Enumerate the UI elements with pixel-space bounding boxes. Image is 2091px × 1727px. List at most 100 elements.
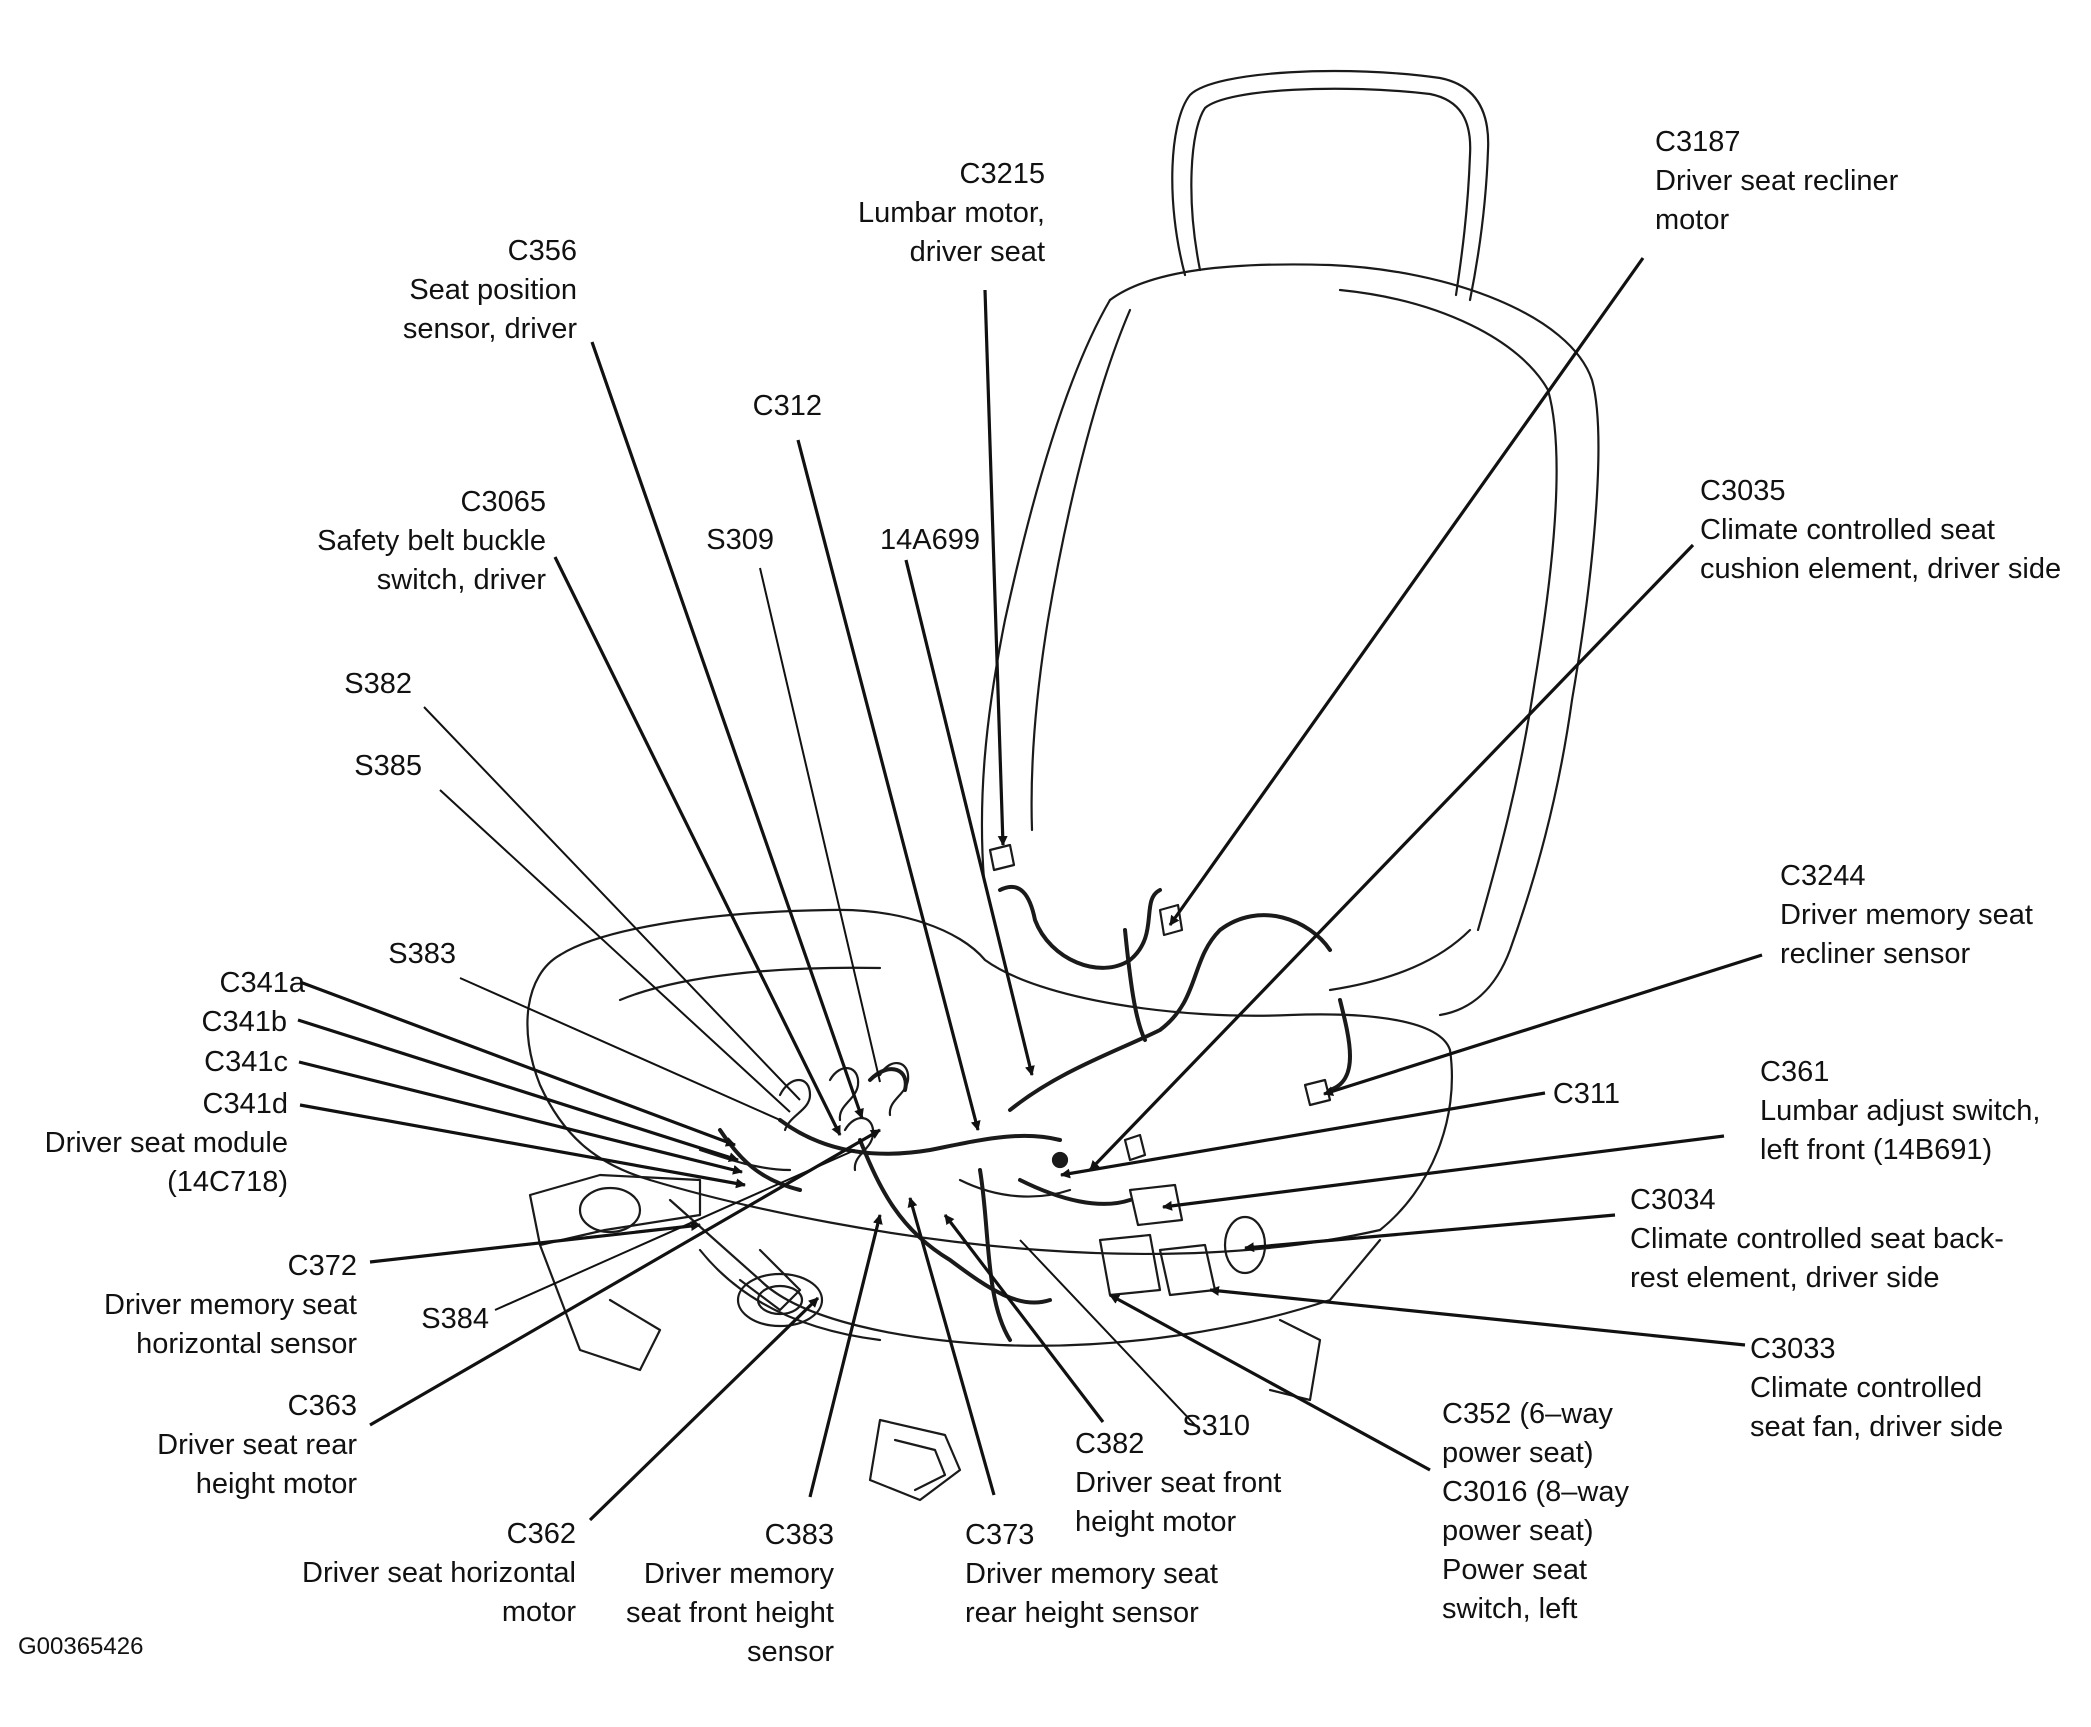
callout-code: C361	[1760, 1056, 1830, 1088]
callout-description: Seat position	[409, 274, 577, 306]
leader-line-c312	[796, 439, 981, 1131]
callout-code: S384	[421, 1303, 489, 1335]
callout-code: C341b	[201, 1006, 287, 1038]
callout-description: Driver seat module	[44, 1127, 288, 1159]
callout-description: switch, driver	[376, 564, 546, 596]
leader-line-s383	[459, 977, 781, 1121]
callout-description: Climate controlled seat back-	[1630, 1223, 2004, 1255]
leader-line-c352	[1109, 1293, 1431, 1472]
callout-code: C341c	[204, 1046, 288, 1078]
leader-line-s382	[423, 706, 801, 1101]
callout-code: S382	[344, 668, 412, 700]
callout-code: C311	[1552, 1078, 1620, 1110]
callout-14a699: 14A699	[880, 521, 980, 560]
callout-description: rear height sensor	[965, 1597, 1199, 1629]
leader-line-c361	[1162, 1134, 1725, 1211]
callout-description: seat front height	[626, 1597, 834, 1629]
callout-code: C312	[752, 390, 822, 422]
callout-code: C352 (6–way	[1442, 1398, 1613, 1430]
leader-line-s310	[1019, 1239, 1196, 1426]
callout-code: C382	[1075, 1428, 1145, 1460]
leader-line-c3187	[1168, 257, 1645, 926]
leader-line-c3033	[1209, 1285, 1746, 1347]
seat-cushion-outline	[558, 908, 1454, 1232]
wiring-harness	[778, 1118, 1062, 1156]
leader-line-c341c	[298, 1060, 743, 1175]
callout-description: (14C718)	[167, 1166, 288, 1198]
callout-description: sensor	[746, 1636, 834, 1668]
callout-c341b: C341b	[202, 1003, 287, 1042]
leader-line-c383	[808, 1214, 883, 1498]
leader-line-s385	[439, 789, 791, 1113]
callout-code: S385	[354, 750, 422, 782]
callout-description: horizontal sensor	[136, 1328, 357, 1360]
callout-description: Driver memory	[643, 1558, 834, 1590]
rear-height-motor	[578, 1186, 642, 1234]
callout-description: Lumbar adjust switch,	[1760, 1095, 2041, 1127]
leader-line-c341b	[297, 1018, 739, 1163]
callout-c311: C311	[1553, 1075, 1620, 1114]
leader-line-c3035	[1088, 543, 1695, 1172]
callout-code: C3215	[959, 158, 1045, 190]
callout-code: C363	[287, 1390, 357, 1422]
callout-s383: S383	[388, 935, 456, 974]
callout-s384: S384	[421, 1300, 489, 1339]
callout-description: rest element, driver side	[1630, 1262, 1940, 1294]
callout-code: C3033	[1750, 1333, 1836, 1365]
callout-s310: S310	[1182, 1407, 1250, 1446]
leader-line-s384	[494, 1149, 856, 1311]
callout-description: Driver seat horizontal	[302, 1557, 576, 1589]
callout-description: Power seat	[1442, 1554, 1588, 1586]
leader-line-c3244	[1323, 953, 1763, 1097]
leader-line-c356	[590, 341, 864, 1119]
callout-description: power seat)	[1442, 1437, 1594, 1469]
leader-line-c341a	[299, 980, 736, 1147]
leader-line-c362	[588, 1296, 820, 1522]
callout-description: height motor	[195, 1468, 357, 1500]
callout-c341a: C341a	[220, 964, 305, 1003]
leader-line-s309	[759, 567, 881, 1083]
connector-cluster	[778, 1078, 812, 1132]
headrest-outline	[1171, 69, 1490, 302]
callout-description: seat fan, driver side	[1750, 1411, 2004, 1443]
callout-s309: S309	[706, 521, 774, 560]
horizontal-motor	[736, 1272, 824, 1328]
callout-s382: S382	[344, 665, 412, 704]
callout-description: sensor, driver	[402, 313, 577, 345]
callout-description: Driver seat front	[1075, 1467, 1282, 1499]
callout-description: C3016 (8–way	[1442, 1476, 1629, 1508]
callout-code: C383	[764, 1519, 834, 1551]
callout-code: C3035	[1700, 475, 1786, 507]
leader-line-c3215	[983, 289, 1008, 846]
leader-line-c341d	[299, 1103, 746, 1189]
callout-description: Climate controlled	[1750, 1372, 1983, 1404]
leader-line-c363	[369, 1128, 881, 1427]
callout-code: C341d	[202, 1088, 288, 1120]
callout-code: C356	[507, 235, 577, 267]
callout-code: S310	[1182, 1410, 1250, 1442]
callout-description: switch, left	[1442, 1593, 1578, 1625]
callout-description: driver seat	[909, 236, 1045, 268]
callout-description: motor	[1655, 204, 1730, 236]
leader-line-c3065	[553, 556, 842, 1136]
leader-line-c3034	[1244, 1213, 1616, 1253]
seat-back-outline	[1108, 263, 1600, 1017]
leader-line-14a699	[904, 559, 1035, 1076]
callout-description: Lumbar motor,	[858, 197, 1045, 229]
callout-code: C362	[506, 1518, 576, 1550]
callout-description: Driver memory seat	[1780, 899, 2033, 931]
callout-c341c: C341c	[204, 1043, 288, 1082]
callout-code: C3034	[1630, 1184, 1716, 1216]
callout-code: S383	[388, 938, 456, 970]
callout-code: S309	[706, 524, 774, 556]
callout-code: C341a	[219, 967, 305, 999]
